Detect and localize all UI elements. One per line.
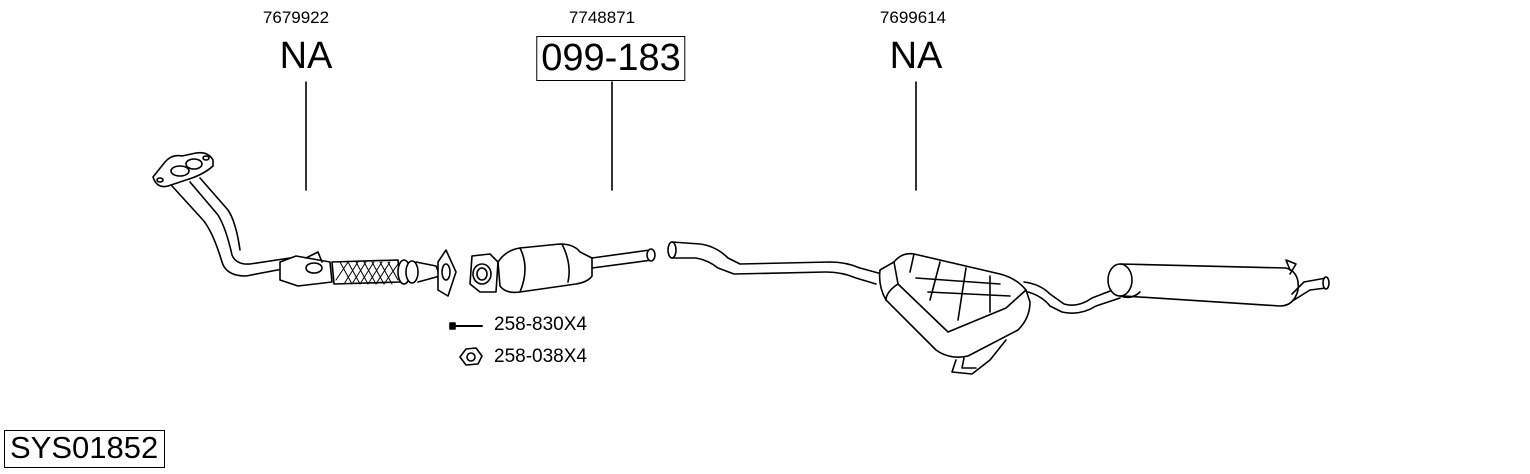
- part-code-catalytic-converter: 099-183: [536, 36, 686, 81]
- nut-icon: [459, 347, 483, 366]
- system-code: SYS01852: [4, 430, 166, 468]
- front-pipe-drawing: [152, 151, 457, 297]
- accessory-nut-label: 258-038X4: [494, 346, 587, 367]
- part-code-front-pipe: NA: [279, 35, 333, 77]
- catalytic-converter-drawing: [469, 243, 656, 294]
- silencer-assembly-drawing: [667, 241, 1330, 375]
- oem-number-front-pipe: 7679922: [262, 8, 330, 27]
- part-code-silencer: NA: [889, 35, 943, 77]
- bolt-icon: [449, 322, 483, 330]
- oem-number-silencer: 7699614: [879, 8, 947, 27]
- oem-number-catalytic-converter: 7748871: [568, 8, 636, 27]
- accessory-bolt-label: 258-830X4: [494, 314, 587, 335]
